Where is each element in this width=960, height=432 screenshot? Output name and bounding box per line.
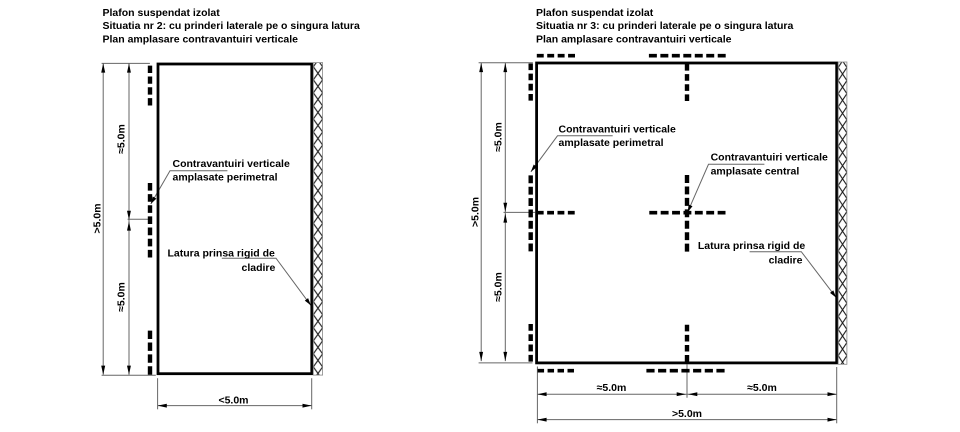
svg-text:Situatia nr 2: cu prinderi lat: Situatia nr 2: cu prinderi laterale pe o… (103, 20, 360, 32)
svg-text:≈5.0m: ≈5.0m (493, 122, 505, 152)
svg-text:Contravantuiri verticale: Contravantuiri verticale (559, 124, 676, 136)
svg-text:amplasate central: amplasate central (711, 166, 800, 178)
svg-text:≈5.0m: ≈5.0m (597, 382, 627, 394)
svg-text:Latura prinsa rigid de: Latura prinsa rigid de (168, 248, 276, 260)
svg-text:≈5.0m: ≈5.0m (115, 124, 127, 154)
svg-text:Plan amplasare contravantuiri: Plan amplasare contravantuiri verticale (536, 33, 732, 45)
svg-text:cladire: cladire (769, 255, 803, 267)
svg-text:>5.0m: >5.0m (469, 197, 481, 227)
svg-text:Contravantuiri verticale: Contravantuiri verticale (173, 158, 290, 170)
svg-text:≈5.0m: ≈5.0m (747, 382, 777, 394)
svg-text:amplasate perimetral: amplasate perimetral (559, 137, 664, 149)
svg-text:Plan amplasare contravantuiri: Plan amplasare contravantuiri verticale (103, 33, 299, 45)
svg-text:amplasate perimetral: amplasate perimetral (173, 171, 278, 183)
svg-text:≈5.0m: ≈5.0m (115, 282, 127, 312)
svg-text:Contravantuiri verticale: Contravantuiri verticale (711, 152, 828, 164)
svg-text:<5.0m: <5.0m (218, 395, 248, 407)
svg-text:cladire: cladire (242, 262, 276, 274)
svg-text:Plafon suspendat izolat: Plafon suspendat izolat (103, 7, 221, 19)
svg-text:>5.0m: >5.0m (91, 203, 103, 233)
svg-text:Plafon suspendat izolat: Plafon suspendat izolat (536, 7, 654, 19)
svg-text:≈5.0m: ≈5.0m (493, 272, 505, 302)
svg-text:Situatia nr 3: cu prinderi lat: Situatia nr 3: cu prinderi laterale pe o… (536, 20, 793, 32)
svg-text:>5.0m: >5.0m (672, 408, 702, 420)
svg-text:Latura prinsa rigid de: Latura prinsa rigid de (698, 240, 806, 252)
